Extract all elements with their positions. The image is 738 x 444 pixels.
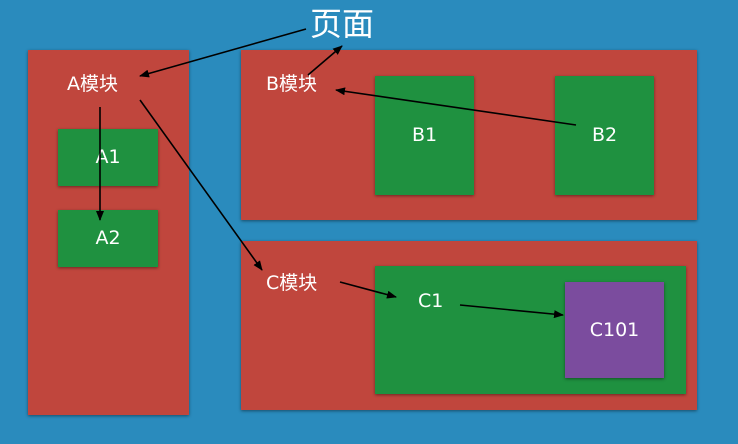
module-a1-label: A1 xyxy=(95,146,121,168)
module-c101-box: C101 xyxy=(565,282,664,378)
page-title: 页面 xyxy=(310,5,375,43)
module-a2-box: A2 xyxy=(58,210,158,267)
module-a2-label: A2 xyxy=(95,227,121,249)
module-c101-label: C101 xyxy=(589,318,640,341)
module-b-label: B模块 xyxy=(266,73,318,95)
module-b2-box: B2 xyxy=(555,76,654,195)
module-b1-label: B1 xyxy=(411,124,438,146)
module-a1-box: A1 xyxy=(58,129,158,186)
module-b1-box: B1 xyxy=(375,76,474,195)
module-b2-label: B2 xyxy=(591,124,618,146)
module-c1-label: C1 xyxy=(418,290,444,312)
module-a-label: A模块 xyxy=(67,73,118,95)
module-c-label: C模块 xyxy=(266,272,318,294)
